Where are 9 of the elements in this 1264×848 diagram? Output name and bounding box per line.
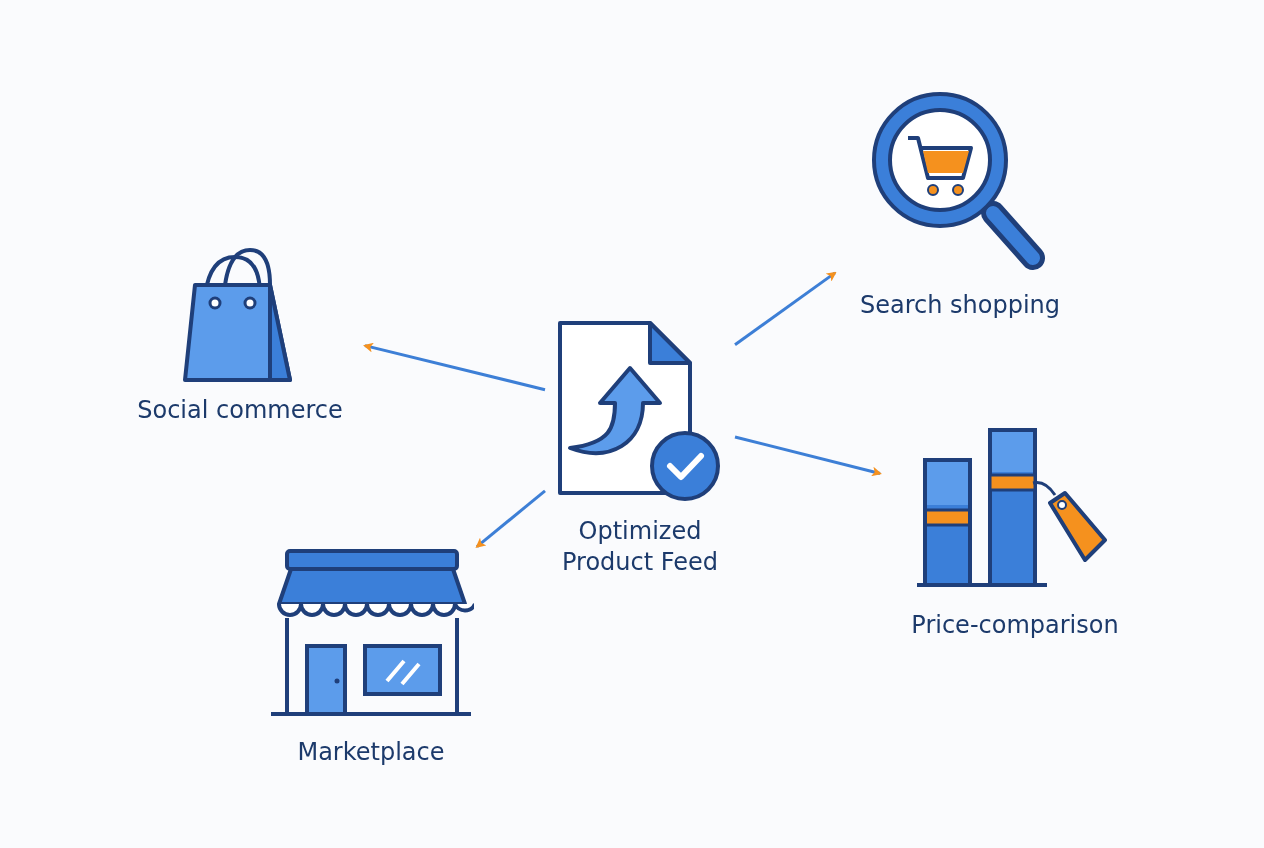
arrow xyxy=(475,489,546,548)
node-label: Marketplace xyxy=(297,737,445,768)
node-label: Optimized Product Feed xyxy=(561,516,719,579)
node-label: Search shopping xyxy=(859,290,1061,321)
arrow xyxy=(734,271,837,346)
node-label: Social commerce xyxy=(137,395,343,426)
node-label: Price-comparison xyxy=(911,610,1119,641)
arrow xyxy=(363,342,546,392)
arrow xyxy=(734,435,882,477)
